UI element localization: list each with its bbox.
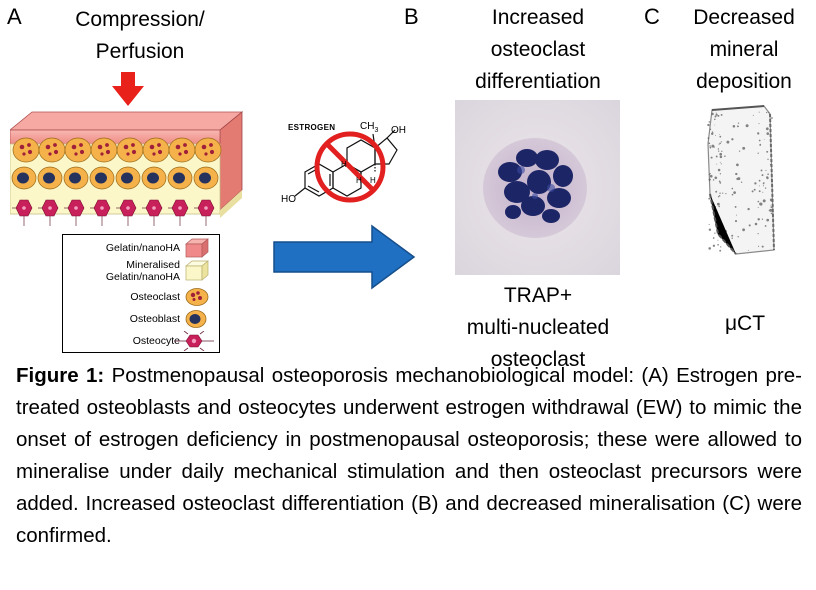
caption-label: Figure 1: [16,364,105,387]
panel-c-title-line-3: deposition [696,70,792,93]
stimulus-line-1: Compression/ [75,8,205,31]
legend: Gelatin/nanoHA Mineralised Gelatin/nanoH… [62,234,220,353]
osteoclast-cell-icon [90,137,118,163]
panel-c-title-line-1: Decreased [693,6,795,29]
panel-c-title: Decreased mineral deposition [680,2,808,98]
yellow-cube-icon [185,260,209,281]
legend-label-osteoblast: Osteoblast [129,313,180,325]
osteocyte-cell-icon [174,331,214,351]
panel-c-title-line-2: mineral [709,38,779,61]
panel-c-subtitle: μCT [724,312,766,335]
chem-ch3-text: CH [360,121,375,132]
panel-b-subtitle: TRAP+ multi-nucleated osteoclast [438,280,638,376]
chem-h-label-1: H [341,160,347,169]
legend-label-gelatin: Gelatin/nanoHA [105,242,180,254]
osteoclast-cell-icon [38,137,66,163]
panel-b-title: Increased osteoclast differentiation [438,2,638,98]
osteoblast-cell-icon [185,310,207,328]
caption-text: Postmenopausal osteoporosis mechanobiolo… [16,364,802,547]
legend-label-mineralised: Mineralised Gelatin/nanoHA [105,259,180,283]
chem-h-label-2: H [356,176,362,185]
osteoclast-cell-icon [142,137,170,163]
trap-osteoclast-micrograph [455,100,620,275]
stimulus-line-2: Perfusion [95,40,185,63]
panel-b-letter: B [404,4,419,29]
osteoclast-cell-icon [12,137,40,163]
stimulus-label: Compression/ Perfusion [40,4,240,68]
osteoclast-cell-icon [168,137,196,163]
panel-b-sub-line-3: osteoclast [490,348,586,371]
legend-label-osteocyte: Osteocyte [132,335,180,347]
chem-h-label-3: H [370,176,376,185]
panel-c-letter: C [644,4,660,29]
panel-b-sub-line-2: multi-nucleated [466,316,610,339]
osteoclast-cell-icon [116,137,144,163]
chem-ho-label: HO [281,194,296,205]
chem-ch3-sub: 3 [374,127,379,134]
microct-scaffold-image [707,105,775,255]
estrogen-label: ESTROGEN [288,123,336,132]
panel-b-title-line-1: Increased [491,6,585,29]
panel-b-sub-line-1: TRAP+ [503,284,573,307]
osteoclast-cell-icon [194,137,222,163]
osteoclast-cell-icon [64,137,92,163]
pink-cube-icon [185,238,209,258]
chem-oh-label: OH [391,125,406,136]
legend-label-osteoclast: Osteoclast [130,291,180,303]
osteoclast-cell-icon [185,288,209,306]
chem-ch3-label: CH3 [360,121,378,134]
blue-right-arrow-icon [273,224,416,290]
panel-b-title-line-3: differentiation [475,70,601,93]
estrogen-molecule-diagram [294,129,398,203]
scaffold-3d-illustration [10,111,244,226]
red-down-arrow-icon [112,72,144,106]
figure-caption: Figure 1: Postmenopausal osteoporosis me… [16,360,802,552]
panel-a-letter: A [7,4,22,29]
panel-b-title-line-2: osteoclast [490,38,586,61]
